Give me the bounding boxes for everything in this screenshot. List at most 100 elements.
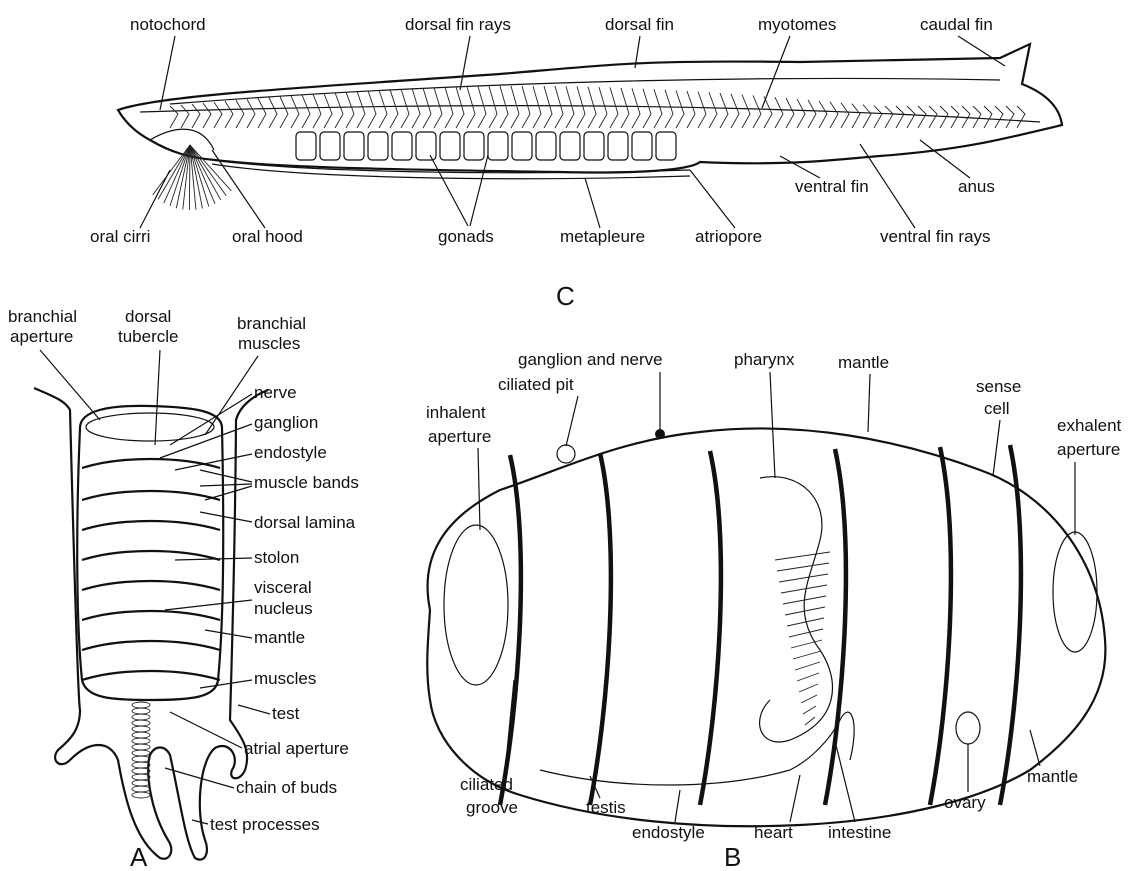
myotome-chevron	[720, 93, 728, 128]
myotome-chevron	[170, 106, 178, 128]
salp-body-outline	[427, 428, 1105, 826]
myotome-chevron	[434, 88, 442, 128]
myotome-pattern	[170, 86, 1025, 128]
myotome-chevron	[621, 88, 629, 128]
label-dorsal-fin-rays: dorsal fin rays	[405, 15, 511, 34]
bud-segment	[132, 714, 150, 720]
myotome-chevron	[819, 101, 827, 128]
myotome-chevron	[929, 106, 937, 128]
figure-b-salp: ganglion and nerve ciliated pit inhalent…	[426, 350, 1122, 871]
label-sense-cell-2: cell	[984, 399, 1010, 418]
myotome-chevron	[973, 106, 981, 128]
myotome-chevron	[984, 106, 992, 128]
myotome-chevron	[324, 93, 332, 128]
label-atriopore: atriopore	[695, 227, 762, 246]
endostyle-shape	[540, 770, 790, 785]
label-visceral-nucleus-1: visceral	[254, 578, 312, 597]
pharynx-ring	[793, 651, 821, 659]
myotome-chevron	[918, 106, 926, 128]
gonad	[416, 132, 436, 160]
myotome-chevron	[291, 96, 299, 128]
myotome-chevron	[874, 106, 882, 128]
ciliated-pit-shape	[557, 445, 575, 463]
label-myotomes: myotomes	[758, 15, 836, 34]
inhalent-aperture-shape	[444, 525, 508, 685]
myotome-chevron	[456, 87, 464, 128]
myotome-chevron	[808, 100, 816, 128]
myotome-chevron	[335, 93, 343, 128]
bud-segment	[132, 744, 150, 750]
myotome-chevron	[1006, 106, 1014, 128]
oral-cirrus	[190, 145, 202, 208]
figure-c-amphioxus: notochord dorsal fin rays dorsal fin myo…	[90, 15, 1062, 311]
pharynx-ring	[797, 673, 819, 681]
label-chain-of-buds: chain of buds	[236, 778, 337, 797]
gonad	[656, 132, 676, 160]
muscle-bands	[82, 459, 220, 680]
body-barrel	[77, 406, 223, 700]
myotome-chevron	[907, 106, 915, 128]
muscle-band	[82, 611, 220, 620]
salp-muscle-band	[700, 451, 721, 805]
label-dorsal-lamina: dorsal lamina	[254, 513, 356, 532]
label-gonads: gonads	[438, 227, 494, 246]
gonad	[392, 132, 412, 160]
myotome-chevron	[830, 102, 838, 128]
myotome-chevron	[797, 99, 805, 128]
gonad	[584, 132, 604, 160]
label-inhalent-aperture-2: aperture	[428, 427, 491, 446]
myotome-chevron	[687, 91, 695, 128]
myotome-chevron	[544, 86, 552, 128]
pharynx-ring	[777, 563, 829, 571]
muscle-band	[82, 641, 220, 650]
label-anus: anus	[958, 177, 995, 196]
label-exhalent-aperture-2: aperture	[1057, 440, 1120, 459]
myotome-chevron	[313, 94, 321, 128]
myotome-chevron	[676, 90, 684, 128]
gonad	[512, 132, 532, 160]
myotome-chevron	[500, 86, 508, 128]
myotome-chevron	[654, 89, 662, 128]
myotome-chevron	[599, 87, 607, 128]
label-ovary: ovary	[944, 793, 986, 812]
label-pharynx: pharynx	[734, 350, 795, 369]
myotome-chevron	[896, 106, 904, 128]
myotome-chevron	[555, 86, 563, 128]
label-metapleure: metapleure	[560, 227, 645, 246]
gonad	[608, 132, 628, 160]
pharynx-ring	[799, 684, 818, 692]
pharynx-ring	[795, 662, 820, 670]
pharynx-rings	[775, 552, 830, 725]
myotome-chevron	[489, 86, 497, 128]
label-branchial-aperture-2: aperture	[10, 327, 73, 346]
exhalent-aperture-shape	[1053, 532, 1097, 652]
dorsal-fin-line	[170, 78, 1000, 104]
bud-segment	[132, 750, 150, 756]
myotome-chevron	[423, 88, 431, 128]
label-muscle-bands: muscle bands	[254, 473, 359, 492]
gonad	[440, 132, 460, 160]
myotome-chevron	[214, 102, 222, 128]
myotome-chevron	[863, 105, 871, 128]
muscle-band	[82, 459, 220, 468]
label-exhalent-aperture-1: exhalent	[1057, 416, 1122, 435]
myotome-chevron	[225, 101, 233, 128]
myotome-chevron	[346, 92, 354, 128]
myotome-chevron	[610, 87, 618, 128]
myotome-chevron	[412, 88, 420, 128]
myotome-chevron	[280, 97, 288, 128]
label-test: test	[272, 704, 300, 723]
label-oral-cirri: oral cirri	[90, 227, 150, 246]
myotome-chevron	[566, 86, 574, 128]
myotome-chevron	[181, 105, 189, 128]
label-mantle-bottom: mantle	[1027, 767, 1078, 786]
myotome-chevron	[885, 106, 893, 128]
muscle-band	[82, 551, 220, 560]
panel-label-b: B	[724, 842, 741, 871]
label-sense-cell-1: sense	[976, 377, 1021, 396]
pharynx-ring	[803, 706, 816, 714]
myotome-chevron	[665, 90, 673, 128]
gonad	[344, 132, 364, 160]
label-muscles: muscles	[254, 669, 316, 688]
